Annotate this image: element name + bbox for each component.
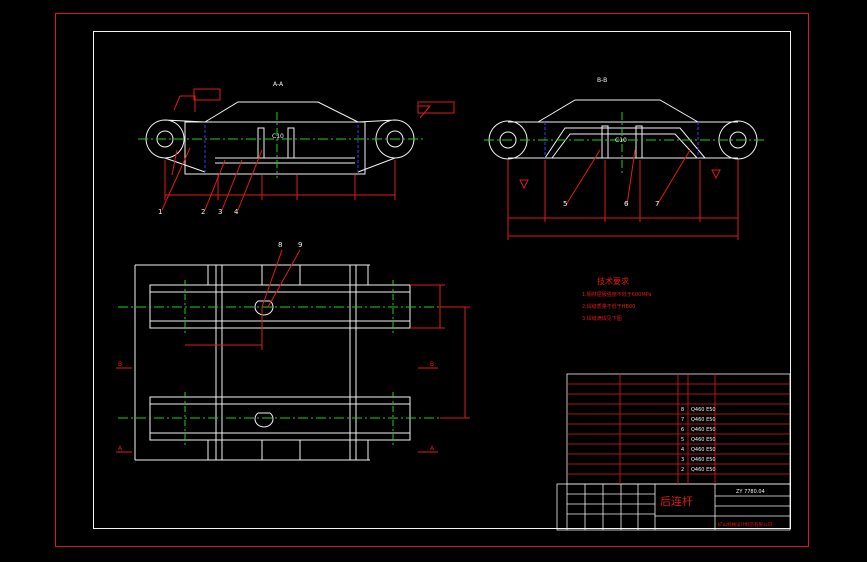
plan-top-plate — [207, 264, 369, 286]
plan-dimensions — [116, 249, 470, 453]
part-row-material-2: Q460 E50 — [691, 417, 716, 423]
title-block: Q460 E50 Q460 E50 Q460 E50 Q460 E50 Q460… — [556, 373, 791, 531]
section-aa-view: A-A — [138, 81, 455, 216]
bb-stiffener-1 — [601, 125, 609, 159]
part-row-material-3: Q460 E50 — [691, 427, 716, 433]
part-row-no-1: 8 — [681, 407, 684, 413]
section-mark-b-left: B — [118, 361, 122, 368]
section-bb-view: B-B C10 — [484, 77, 765, 240]
aa-leaders — [161, 147, 263, 211]
notes-line-1: 1.钢材屈服强度不低于600MPa — [582, 291, 651, 298]
aa-body-outline — [184, 121, 366, 175]
notes-line-2: 2.焊缝质量不低于HB00 — [582, 303, 635, 310]
notes-title: 技术要求 — [597, 276, 629, 286]
aa-dimensions — [164, 88, 455, 200]
parts-list-box — [566, 373, 791, 485]
bb-left-lug — [488, 120, 528, 160]
leader-6: 6 — [624, 200, 629, 208]
outer-border — [55, 13, 809, 547]
title-block-grid — [566, 484, 790, 530]
plan-top-pin — [254, 300, 274, 316]
part-row-material-5: Q460 E50 — [691, 447, 716, 453]
company-name: 矿山机械设计制造有限公司 — [718, 521, 772, 528]
bb-weld-label: C10 — [615, 137, 627, 144]
aa-hump-outline — [204, 101, 359, 123]
section-bb-title: B-B — [597, 77, 607, 84]
bb-right-lug — [718, 120, 758, 160]
drawing-title: 后连杆 — [660, 494, 693, 508]
leader-1: 1 — [158, 208, 162, 216]
section-mark-a-right: A — [430, 445, 435, 452]
drawing-frame — [93, 31, 791, 529]
plan-view: 8 9 B B A A — [116, 241, 470, 461]
drawing-number: ZY 7780.04 — [736, 489, 765, 495]
bb-hump-outline — [537, 99, 699, 123]
part-row-material-1: Q460 E50 — [691, 407, 716, 413]
part-row-no-5: 4 — [681, 447, 684, 453]
part-row-material-6: Q460 E50 — [691, 457, 716, 463]
plan-bottom-pin — [254, 412, 274, 428]
leader-4: 4 — [234, 208, 239, 216]
section-aa-title: A-A — [273, 81, 284, 88]
parts-list-grid — [567, 374, 790, 484]
aa-right-lug — [357, 119, 415, 173]
aa-stiffener-1 — [257, 127, 265, 159]
bb-stiffener-2 — [635, 125, 643, 159]
section-mark-b-right: B — [430, 361, 434, 368]
technical-notes: 技术要求 1.钢材屈服强度不低于600MPa 2.焊缝质量不低于HB00 3.焊… — [582, 276, 651, 322]
leader-5: 5 — [563, 200, 567, 208]
part-row-no-2: 7 — [681, 417, 684, 423]
aa-stiffener-2 — [287, 127, 295, 159]
part-row-no-6: 3 — [681, 457, 684, 463]
section-mark-a-left: A — [118, 445, 123, 452]
bb-dimensions — [507, 149, 739, 240]
part-row-material-7: Q460 E50 — [691, 467, 716, 473]
leader-7: 7 — [655, 200, 659, 208]
aa-weld-label: C10 — [272, 133, 284, 140]
notes-line-3: 3.焊缝满焊见下图 — [582, 315, 622, 322]
aa-left-lug — [145, 119, 206, 173]
title-box — [556, 483, 791, 531]
part-row-no-7: 2 — [681, 467, 684, 473]
leader-8: 8 — [278, 241, 282, 249]
leader-2: 2 — [201, 208, 205, 216]
leader-3: 3 — [218, 208, 222, 216]
plan-bottom-plate — [207, 439, 369, 461]
part-row-material-4: Q460 E50 — [691, 437, 716, 443]
leader-9: 9 — [298, 241, 302, 249]
part-row-no-3: 6 — [681, 427, 684, 433]
bb-body-edges — [508, 121, 738, 159]
part-row-no-4: 5 — [681, 437, 684, 443]
